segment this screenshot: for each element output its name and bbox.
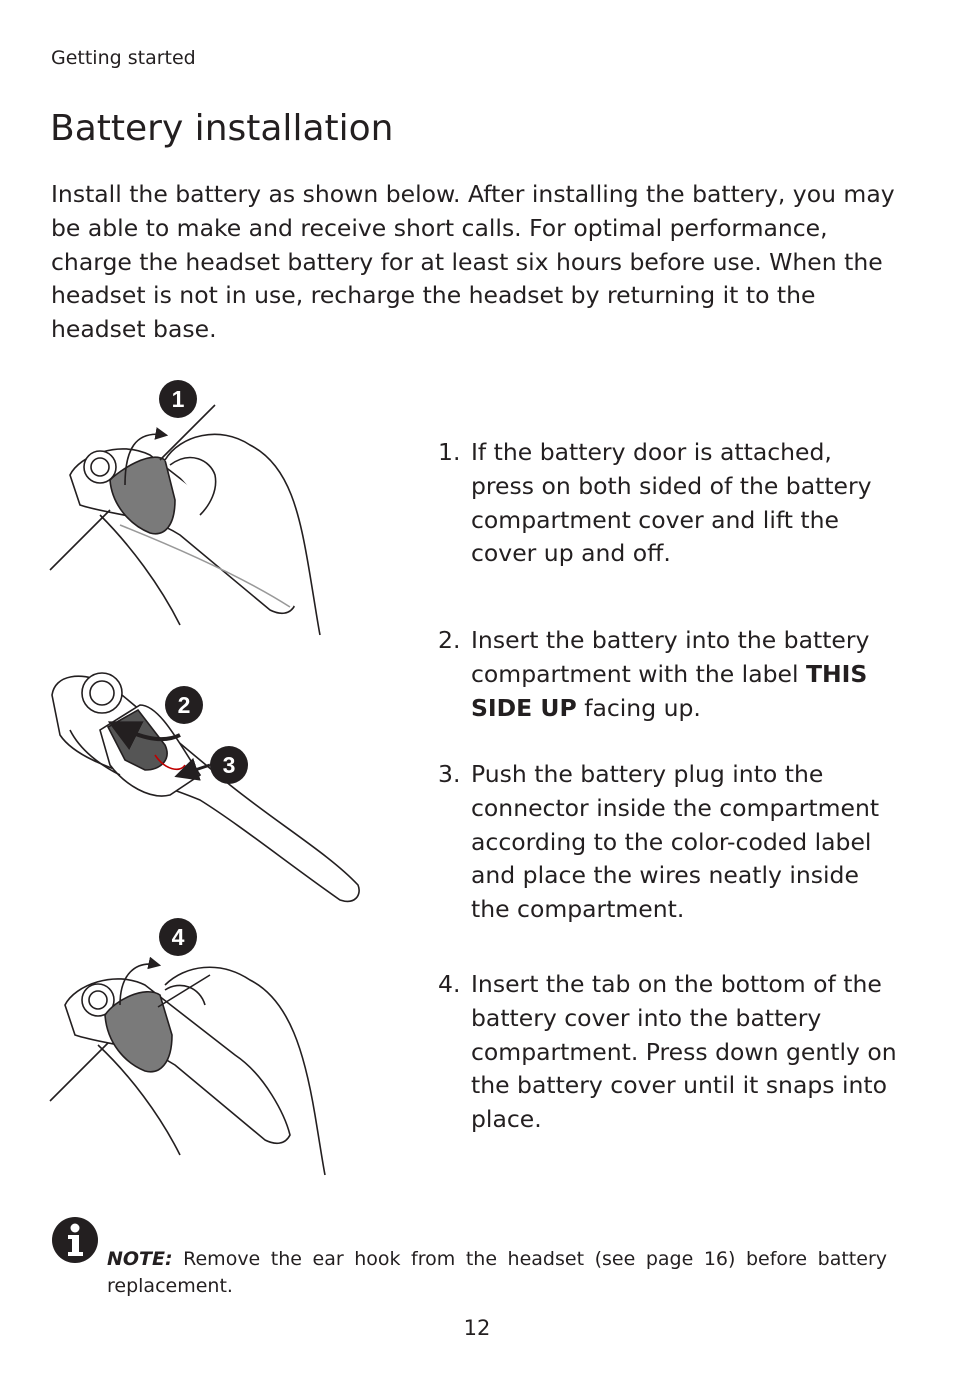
step-text: Push the battery plug into the connector… <box>471 760 880 924</box>
step-2-badge: 2 <box>178 692 191 718</box>
step-number: 1. <box>438 438 461 466</box>
note-text: NOTE: Remove the ear hook from the heads… <box>107 1246 887 1300</box>
step-text-part: facing up. <box>576 693 701 722</box>
battery-installation-illustration: 1 2 3 4 <box>49 380 360 1176</box>
note-label: NOTE: <box>107 1248 173 1270</box>
step-text: If the battery door is attached, press o… <box>471 438 872 568</box>
step-4-illustration <box>49 956 326 1176</box>
intro-paragraph: Install the battery as shown below. Afte… <box>51 180 895 344</box>
step-text: Insert the battery into the battery comp… <box>471 624 898 725</box>
step-item: 3. Push the battery plug into the connec… <box>438 758 898 927</box>
step-2-3-illustration <box>51 672 360 903</box>
step-number: 4. <box>438 970 461 998</box>
page-number: 12 <box>463 1316 491 1340</box>
step-item: 1. If the battery door is attached, pres… <box>438 436 898 571</box>
step-1-illustration <box>49 404 321 636</box>
info-icon <box>52 1217 98 1263</box>
step-number: 3. <box>438 760 461 788</box>
step-text-part: Insert the battery into the battery comp… <box>471 626 870 688</box>
note-body: Remove the ear hook from the headset (se… <box>107 1248 887 1297</box>
section-label: Getting started <box>51 47 196 69</box>
step-4-badge: 4 <box>172 924 185 950</box>
step-1-badge: 1 <box>172 386 185 412</box>
step-text: Insert the tab on the bottom of the batt… <box>471 970 897 1134</box>
page-title: Battery installation <box>50 108 394 149</box>
step-number: 2. <box>438 626 461 654</box>
step-item: 2. Insert the battery into the battery c… <box>438 624 898 725</box>
step-item: 4. Insert the tab on the bottom of the b… <box>438 968 898 1137</box>
label-emphasis: THIS SIDE UP <box>471 659 868 722</box>
step-3-badge: 3 <box>223 752 236 778</box>
